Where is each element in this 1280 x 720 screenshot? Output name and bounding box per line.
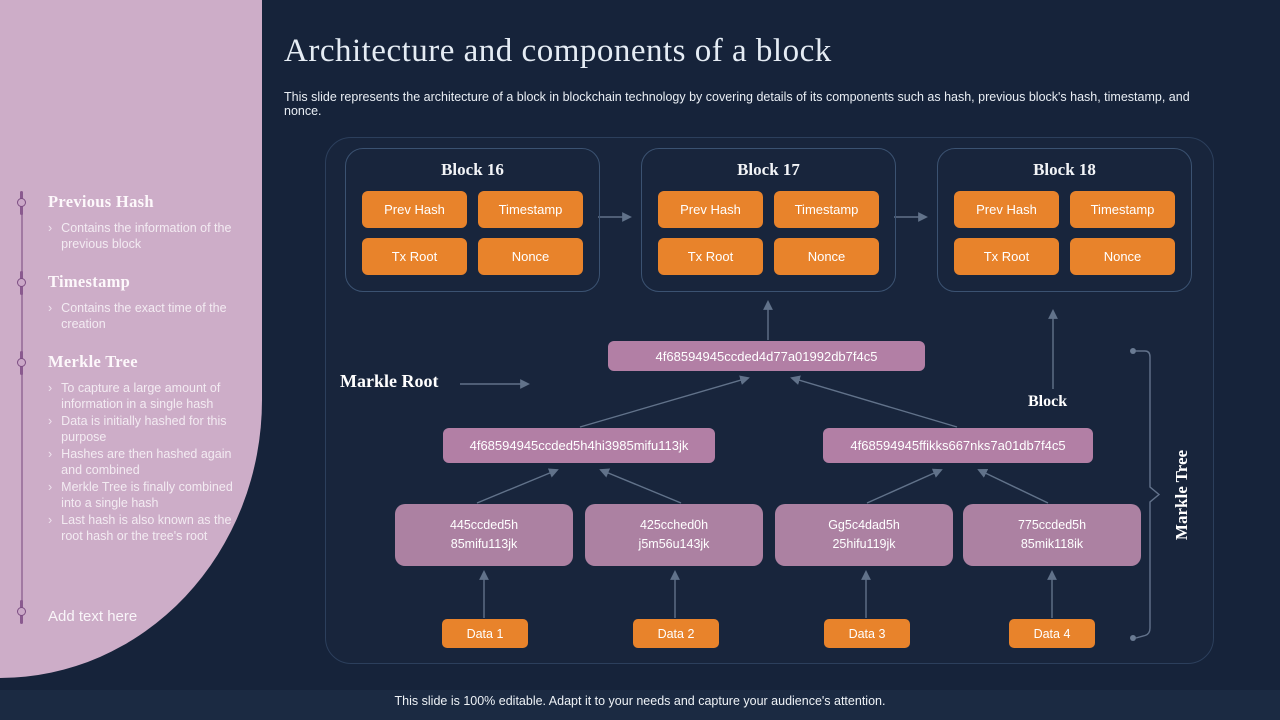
add-text-placeholder[interactable]: Add text here — [48, 608, 138, 625]
field-nonce: Nonce — [774, 238, 879, 275]
merkle-leaf-hash-2: 425cched0h j5m56u143jk — [585, 504, 763, 566]
merkle-leaf-hash-4: 775ccded5h 85mik118ik — [963, 504, 1141, 566]
field-prev-hash: Prev Hash — [362, 191, 467, 228]
field-nonce: Nonce — [1070, 238, 1175, 275]
bullet-item: › Merkle Tree is finally combined into a… — [48, 479, 234, 511]
leaf-hash-line: 425cched0h — [639, 518, 709, 532]
bullet-text: Data is initially hashed for this purpos… — [61, 414, 227, 444]
leaf-hash-line: Gg5c4dad5h — [828, 518, 900, 532]
timeline-line — [21, 200, 23, 612]
bullet-item: › Contains the information of the previo… — [48, 220, 234, 252]
field-tx-root: Tx Root — [362, 238, 467, 275]
bullet-glyph: › — [48, 414, 53, 428]
bullet-item: › Data is initially hashed for this purp… — [48, 413, 234, 445]
bullet-glyph: › — [48, 447, 53, 461]
bullet-item: › To capture a large amount of informati… — [48, 380, 234, 412]
pin-knob — [17, 198, 26, 207]
data-1-box: Data 1 — [442, 619, 528, 648]
bullet-glyph: › — [48, 480, 53, 494]
timeline-pin-icon — [17, 600, 26, 624]
sidebar-bullets-timestamp: › Contains the exact time of the creatio… — [48, 300, 234, 332]
leaf-hash-line: 85mik118ik — [1020, 537, 1084, 551]
pin-knob — [17, 358, 26, 367]
merkle-branch-hash-1: 4f68594945ccded5h4hi3985mifu113jk — [443, 428, 715, 463]
page-title: Architecture and components of a block — [284, 33, 832, 69]
sidebar-heading-merkle-tree: Merkle Tree — [48, 352, 138, 371]
field-prev-hash: Prev Hash — [658, 191, 763, 228]
left-panel — [0, 0, 262, 678]
field-tx-root: Tx Root — [658, 238, 763, 275]
field-nonce: Nonce — [478, 238, 583, 275]
pin-knob — [17, 607, 26, 616]
block-16-container: Block 16 Prev Hash Timestamp Tx Root Non… — [345, 148, 600, 292]
leaf-hash-line: 445ccded5h — [449, 518, 519, 532]
merkle-leaf-hash-1: 445ccded5h 85mifu113jk — [395, 504, 573, 566]
data-3-box: Data 3 — [824, 619, 910, 648]
field-timestamp: Timestamp — [774, 191, 879, 228]
timeline-pin-icon — [17, 191, 26, 215]
markle-root-label: Markle Root — [340, 371, 439, 391]
bullet-item: › Contains the exact time of the creatio… — [48, 300, 234, 332]
bullet-glyph: › — [48, 513, 53, 527]
sidebar-heading-timestamp: Timestamp — [48, 272, 131, 291]
bullet-text: Contains the information of the previous… — [61, 221, 232, 251]
block-18-container: Block 18 Prev Hash Timestamp Tx Root Non… — [937, 148, 1192, 292]
data-2-box: Data 2 — [633, 619, 719, 648]
field-tx-root: Tx Root — [954, 238, 1059, 275]
footer-note: This slide is 100% editable. Adapt it to… — [394, 694, 886, 708]
block-17-container: Block 17 Prev Hash Timestamp Tx Root Non… — [641, 148, 896, 292]
page-subtitle: This slide represents the architecture o… — [284, 90, 1190, 118]
bullet-item: › Last hash is also known as the root ha… — [48, 512, 234, 544]
field-prev-hash: Prev Hash — [954, 191, 1059, 228]
bullet-text: Merkle Tree is finally combined into a s… — [61, 480, 233, 510]
field-timestamp: Timestamp — [1070, 191, 1175, 228]
bullet-text: To capture a large amount of information… — [61, 381, 221, 411]
block-label: Block — [1028, 393, 1068, 410]
block-title: Block 18 — [1033, 160, 1096, 179]
sidebar-heading-previous-hash: Previous Hash — [48, 192, 154, 211]
leaf-hash-line: 775ccded5h — [1017, 518, 1087, 532]
bullet-glyph: › — [48, 221, 53, 235]
leaf-hash-line: 25hifu119jk — [832, 537, 896, 551]
footer-strip — [0, 690, 1280, 720]
bullet-glyph: › — [48, 301, 53, 315]
sidebar-bullets-previous-hash: › Contains the information of the previo… — [48, 220, 234, 252]
sidebar-bullets-merkle-tree: › To capture a large amount of informati… — [48, 380, 234, 544]
leaf-hash-line: 85mifu113jk — [450, 537, 518, 551]
bullet-text: Hashes are then hashed again and combine… — [61, 447, 232, 477]
bullet-item: › Hashes are then hashed again and combi… — [48, 446, 234, 478]
leaf-hash-line: j5m56u143jk — [638, 537, 710, 551]
bullet-text: Last hash is also known as the root hash… — [61, 513, 232, 543]
diagram-frame — [325, 137, 1214, 664]
merkle-root-hash: 4f68594945ccded4d77a01992db7f4c5 — [608, 341, 925, 371]
block-title: Block 16 — [441, 160, 504, 179]
timeline-pin-icon — [17, 271, 26, 295]
block-title: Block 17 — [737, 160, 800, 179]
field-timestamp: Timestamp — [478, 191, 583, 228]
data-4-box: Data 4 — [1009, 619, 1095, 648]
bullet-text: Contains the exact time of the creation — [61, 301, 227, 331]
timeline-pin-icon — [17, 351, 26, 375]
merkle-branch-hash-2: 4f68594945ffikks667nks7a01db7f4c5 — [823, 428, 1093, 463]
merkle-leaf-hash-3: Gg5c4dad5h 25hifu119jk — [775, 504, 953, 566]
pin-knob — [17, 278, 26, 287]
bullet-glyph: › — [48, 381, 53, 395]
